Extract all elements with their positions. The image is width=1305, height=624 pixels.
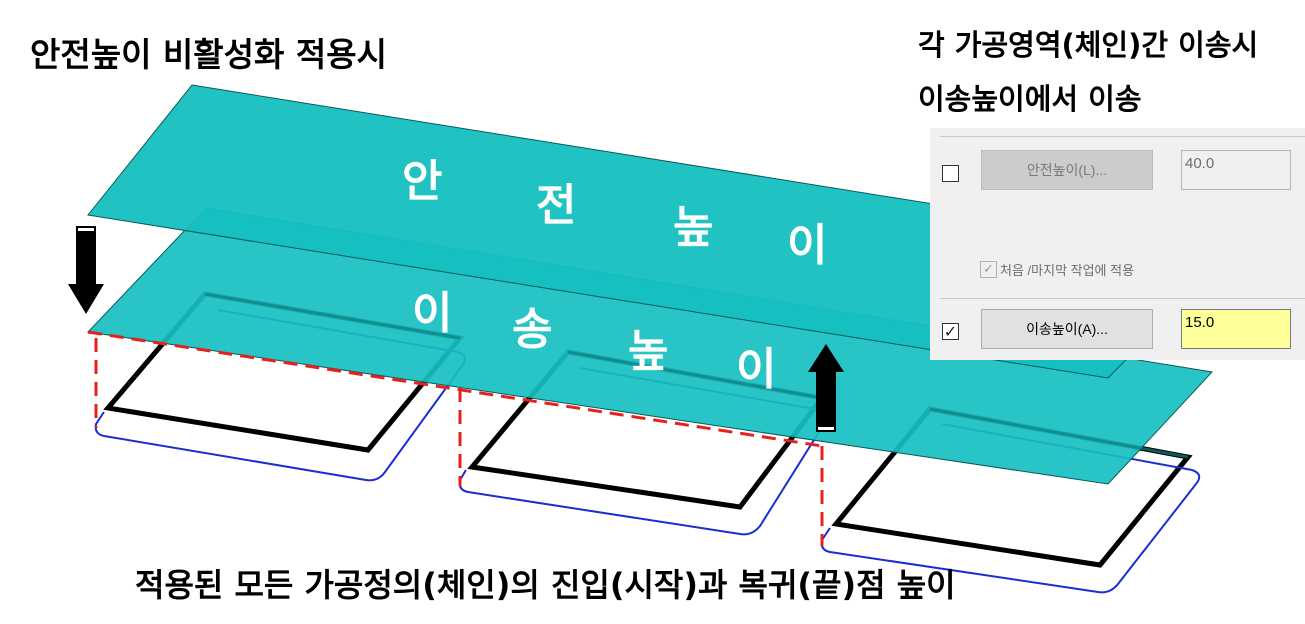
safety-height-button[interactable]: 안전높이(L)...	[981, 150, 1153, 190]
heading-safety-height-disabled: 안전높이 비활성화 적용시	[30, 35, 387, 74]
transfer-path-top	[87, 330, 823, 448]
arrow-down-shaft	[76, 226, 96, 284]
chain-2-ghost	[567, 350, 823, 400]
panel-divider-mid	[940, 298, 1305, 299]
transfer-height-button[interactable]: 이송높이(A)...	[981, 309, 1153, 349]
safety-char-3: 높	[673, 202, 713, 253]
toolpath-3	[820, 423, 1201, 594]
transfer-plane-lettering: 이 송 높 이	[412, 288, 776, 395]
arrow-up-shaft	[816, 372, 836, 432]
safety-height-value[interactable]: 40.0	[1181, 150, 1291, 190]
check-icon: ✓	[943, 322, 958, 341]
transfer-char-3: 높	[628, 326, 668, 377]
transfer-char-2: 송	[512, 304, 552, 355]
transfer-char-1: 이	[412, 288, 452, 339]
note-transfer-between-chains: 각 가공영역(체인)간 이송시	[918, 28, 1259, 62]
transfer-height-checkbox[interactable]: ✓	[942, 323, 959, 340]
first-last-op-label: 처음 /마지막 작업에 적용	[1000, 263, 1135, 278]
chain-1-ghost	[204, 292, 461, 340]
height-settings-panel: 안전높이(L)... 40.0 ✓처음 /마지막 작업에 적용 ✓ 이송높이(A…	[930, 128, 1305, 360]
arrow-up-highlight	[818, 427, 834, 430]
transfer-height-value[interactable]: 15.0	[1181, 309, 1291, 349]
checkmark-icon: ✓	[980, 261, 997, 278]
caption-entry-exit-height: 적용된 모든 가공정의(체인)의 진입(시작)과 복귀(끝)점 높이	[135, 566, 956, 604]
arrow-down-highlight	[78, 228, 94, 231]
transfer-path	[87, 330, 824, 546]
panel-divider-top	[940, 136, 1305, 137]
safety-plane-lettering: 안 전 높 이	[402, 156, 827, 271]
safety-char-1: 안	[402, 156, 442, 207]
chain-ghosts	[204, 292, 1189, 459]
arrow-up-head	[808, 344, 844, 372]
transfer-char-4: 이	[736, 344, 776, 395]
chain-3-ghost	[929, 407, 1189, 459]
first-last-op-option[interactable]: ✓처음 /마지막 작업에 적용	[980, 260, 1134, 279]
safety-height-checkbox[interactable]	[942, 165, 959, 182]
note-move-at-transfer-height: 이송높이에서 이송	[918, 82, 1142, 116]
arrow-down-head	[68, 284, 104, 314]
safety-char-4: 이	[787, 220, 827, 271]
arrow-up	[808, 344, 844, 432]
arrow-down	[68, 226, 104, 314]
safety-char-2: 전	[536, 180, 576, 231]
